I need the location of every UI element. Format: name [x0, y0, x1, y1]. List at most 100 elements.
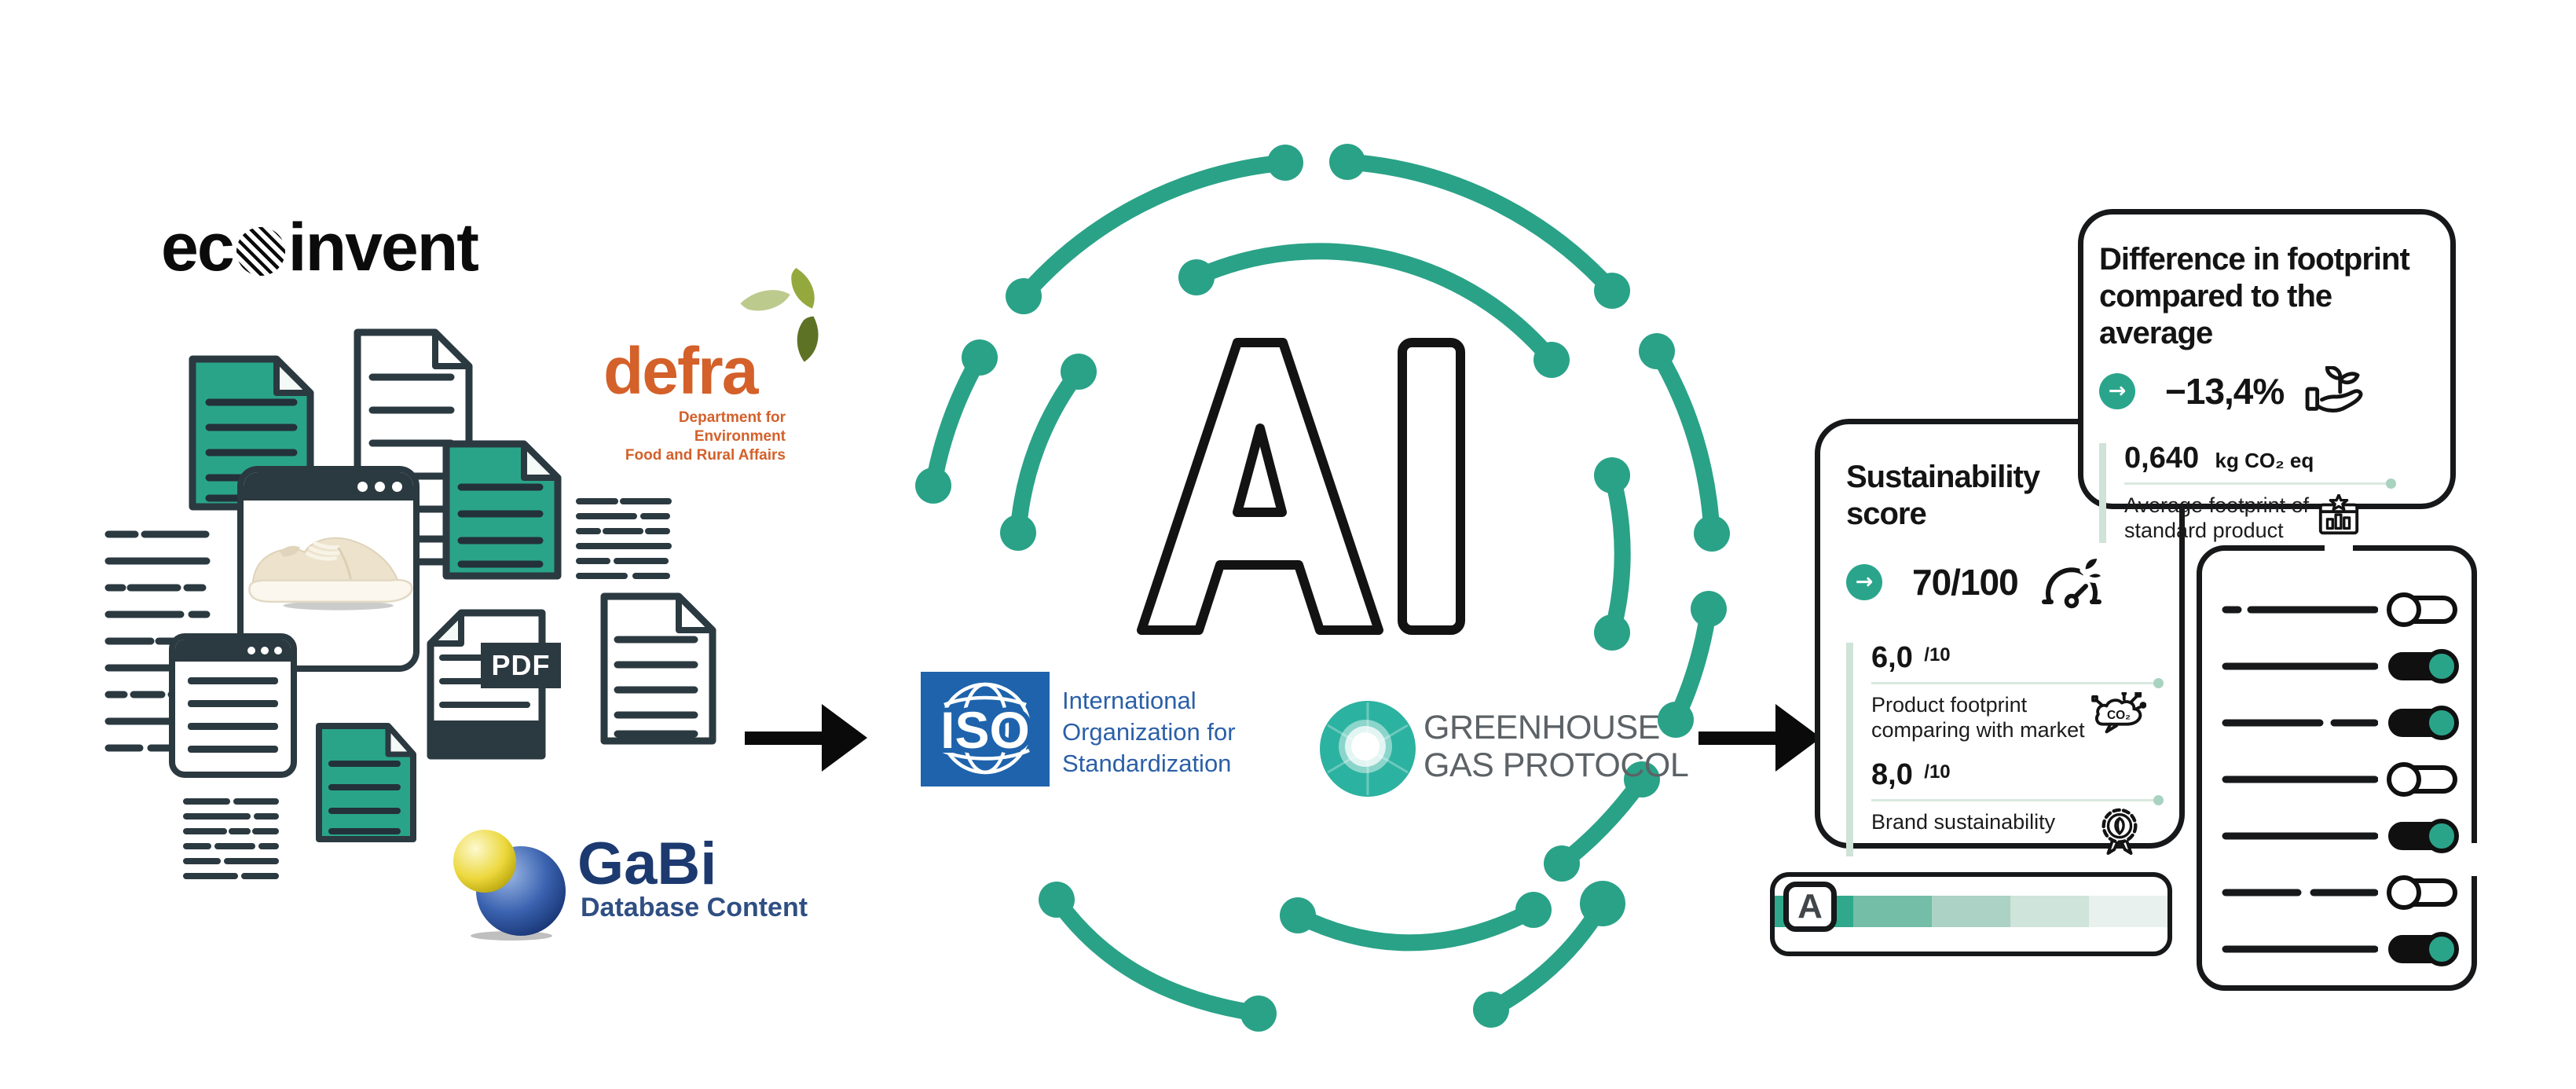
score-metrics-block: 6,0 /10 Product footprint comparing with…	[1846, 641, 2164, 856]
window-dot-icon	[247, 647, 255, 654]
svg-text:CO₂: CO₂	[2107, 709, 2131, 722]
flow-arrow-left	[745, 704, 867, 772]
ecoinvent-hatched-circle-icon	[236, 227, 285, 276]
diff-value: −13,4%	[2165, 371, 2285, 412]
divider-line	[1871, 678, 2164, 688]
defra-dept-line2: Food and Rural Affairs	[625, 446, 786, 464]
arrow-right-circle-icon: →	[2099, 373, 2135, 409]
flow-arrow-right	[1698, 704, 1821, 772]
rating-segment	[2010, 896, 2089, 927]
eco-badge-icon	[2101, 808, 2138, 855]
border-break	[2466, 843, 2479, 876]
toggle-knob[interactable]	[2424, 932, 2459, 966]
ecoinvent-logo: ec invent	[161, 210, 479, 285]
ecoinvent-text-prefix: ec	[161, 210, 235, 285]
toggle-row	[2221, 761, 2457, 798]
diff-title-line1: Difference in footprint	[2099, 242, 2410, 277]
border-break	[2325, 544, 2353, 556]
ai-network-arcs	[915, 144, 1730, 1032]
browser-window-data	[169, 633, 297, 778]
iso-name-line1: International	[1062, 687, 1196, 714]
iso-logo: ISO	[921, 672, 1050, 786]
metric-scale: /10	[1924, 644, 1951, 666]
text-line	[188, 723, 278, 730]
toggle-switch-6[interactable]	[2387, 875, 2457, 910]
text-line	[188, 677, 278, 684]
ai-letter-i	[1398, 338, 1465, 635]
toggle-row	[2221, 818, 2459, 854]
window-dot-icon	[357, 481, 368, 492]
score-value: 70/100	[1912, 562, 2019, 603]
toggle-knob[interactable]	[2387, 762, 2421, 797]
defra-logo: defra Department for Environment Food an…	[603, 338, 839, 464]
toggle-switch-2[interactable]	[2388, 649, 2459, 684]
document-white-2	[600, 592, 716, 745]
average-value: 0,640	[2124, 442, 2200, 475]
toggle-knob[interactable]	[2424, 649, 2459, 684]
defra-wordmark: defra	[603, 334, 758, 408]
toggle-switch-3[interactable]	[2388, 706, 2459, 740]
ghg-aperture-icon	[1320, 701, 1416, 797]
grade-badge: A	[1783, 882, 1837, 932]
difference-footprint-card: Difference in footprint compared to the …	[2078, 209, 2456, 543]
settings-toggle-panel	[2197, 544, 2479, 991]
sneaker-image	[248, 537, 413, 610]
toggle-switch-4[interactable]	[2387, 762, 2457, 797]
ghg-name-line2: GAS PROTOCOL	[1424, 746, 1689, 784]
toggle-knob[interactable]	[2424, 706, 2459, 740]
browser-titlebar	[244, 472, 413, 500]
pdf-badge: PDF	[481, 643, 561, 688]
gauge-leaf-icon	[2041, 553, 2105, 609]
toggle-knob[interactable]	[2387, 875, 2421, 910]
ai-label	[1137, 338, 1465, 635]
metric-value: 6,0	[1871, 641, 1913, 674]
rating-segment	[1853, 896, 1932, 927]
metric-value: 8,0	[1871, 758, 1913, 791]
gabi-subtitle: Database Content	[581, 893, 808, 922]
document-teal-2	[442, 440, 562, 580]
iso-name-line2: Organization for	[1062, 718, 1236, 746]
rating-segment	[1932, 896, 2010, 927]
iso-name-line3: Standardization	[1062, 750, 1232, 777]
defra-trefoil-icon	[735, 263, 823, 368]
toggle-switch-7[interactable]	[2388, 932, 2459, 966]
average-label-line2: standard product	[2124, 519, 2284, 542]
average-footprint-block: 0,640 kg CO₂ eq Average footprint of sta…	[2099, 442, 2396, 543]
toggle-row	[2221, 592, 2457, 628]
ai-letter-a	[1137, 338, 1383, 635]
metric-label-line2: comparing with market	[1871, 718, 2085, 742]
average-label-line1: Average footprint of	[2124, 493, 2310, 517]
score-title-line2: score	[1846, 497, 1927, 531]
hand-plant-icon	[2305, 366, 2363, 412]
metric-label-line1: Product footprint	[1871, 693, 2028, 717]
ghg-name: GREENHOUSE GAS PROTOCOL	[1424, 709, 1689, 784]
toggle-knob[interactable]	[2387, 592, 2421, 627]
bar-chart-award-icon	[2318, 494, 2359, 535]
divider-line	[1871, 795, 2164, 805]
toggle-row	[2221, 874, 2457, 911]
metric-label-line1: Brand sustainability	[1871, 810, 2056, 834]
toggle-knob[interactable]	[2424, 819, 2459, 853]
divider-line	[2124, 478, 2396, 489]
arrow-right-circle-icon: →	[1846, 564, 1882, 600]
metric-scale: /10	[1924, 761, 1951, 783]
window-dot-icon	[392, 481, 402, 492]
window-dot-icon	[274, 647, 282, 654]
iso-name: International Organization for Standardi…	[1062, 685, 1236, 779]
rating-scale-card: A	[1770, 872, 2172, 956]
text-line	[188, 746, 278, 753]
text-lines-block-right	[576, 498, 672, 579]
rating-gradient-bar	[1775, 896, 2167, 927]
toggle-row	[2221, 931, 2459, 967]
window-dot-icon	[375, 481, 385, 492]
toggle-row	[2221, 705, 2459, 741]
browser-titlebar	[175, 640, 291, 662]
text-line	[188, 700, 278, 707]
window-dot-icon	[261, 647, 269, 654]
iso-abbr: ISO	[940, 701, 1030, 759]
toggle-switch-5[interactable]	[2388, 819, 2459, 853]
ecoinvent-text-suffix: invent	[288, 210, 479, 285]
toggle-switch-1[interactable]	[2387, 592, 2457, 627]
defra-dept-line1: Department for Environment	[678, 409, 786, 445]
score-title-line1: Sustainability	[1846, 460, 2040, 494]
